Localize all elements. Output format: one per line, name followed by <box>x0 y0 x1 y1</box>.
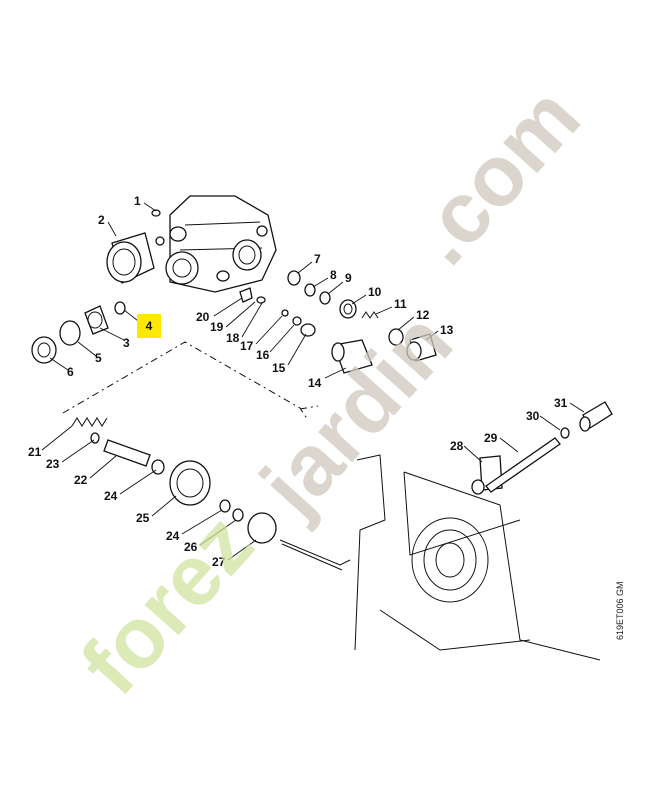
label-5: 5 <box>95 351 102 365</box>
label-2: 2 <box>98 213 105 227</box>
label-19: 19 <box>210 320 224 334</box>
machine-frame <box>354 454 601 661</box>
part-10-nut <box>339 299 357 319</box>
part-14-nozzle <box>331 339 373 374</box>
part-15-oring <box>300 323 316 337</box>
label-30: 30 <box>526 409 540 423</box>
part-29-rod <box>485 437 561 493</box>
label-29: 29 <box>484 431 498 445</box>
label-9: 9 <box>345 271 352 285</box>
part-1-screw <box>151 209 161 217</box>
label-18: 18 <box>226 331 240 345</box>
highlight-box <box>137 314 161 338</box>
part-27-cap <box>247 512 277 544</box>
label-8: 8 <box>330 268 337 282</box>
label-24-second: 24 <box>166 529 180 543</box>
part-12-oring <box>388 328 404 346</box>
label-11: 11 <box>394 297 407 311</box>
part-19-screw <box>256 296 266 304</box>
label-4-highlighted: 4 <box>145 319 153 333</box>
label-17: 17 <box>240 339 254 353</box>
label-1: 1 <box>134 194 141 208</box>
part-30-clip <box>560 427 570 439</box>
assembly-line <box>62 341 309 421</box>
part-16-ring <box>292 316 302 326</box>
part-4-oring <box>114 301 126 315</box>
part-6-plug <box>31 336 57 364</box>
leader-lines <box>41 202 585 561</box>
label-25: 25 <box>136 511 150 525</box>
part-21-spring <box>71 417 108 427</box>
part-9-washer <box>319 291 331 305</box>
part-31-coupling <box>579 401 613 432</box>
label-27: 27 <box>212 555 226 569</box>
part-8-ring <box>304 283 316 297</box>
part-25-gear <box>169 460 211 506</box>
label-21: 21 <box>28 445 42 459</box>
assembly-line <box>299 405 319 410</box>
label-7: 7 <box>314 252 321 266</box>
label-31: 31 <box>554 396 568 410</box>
label-6: 6 <box>67 365 74 379</box>
label-12: 12 <box>416 308 430 322</box>
label-23: 23 <box>46 457 60 471</box>
label-26: 26 <box>184 540 198 554</box>
label-3: 3 <box>123 336 130 350</box>
hex-key <box>279 539 351 571</box>
part-28-bracket <box>471 455 503 495</box>
label-28: 28 <box>450 439 464 453</box>
part-13-fitting <box>406 333 437 362</box>
label-16: 16 <box>256 348 270 362</box>
label-24: 24 <box>104 489 118 503</box>
label-22: 22 <box>74 473 88 487</box>
label-10: 10 <box>368 285 382 299</box>
part-2-drum <box>106 232 165 284</box>
part-7-oring <box>287 270 301 286</box>
part-22-shaft <box>103 439 151 467</box>
label-15: 15 <box>272 361 286 375</box>
label-14: 14 <box>308 376 322 390</box>
drawing-code: 619ET006 GM <box>615 581 625 640</box>
part-3-valve <box>84 305 109 335</box>
part-26-ring <box>232 508 244 522</box>
part-11-spring <box>361 311 379 319</box>
part-24-washer-b <box>219 499 231 513</box>
part-17-ball <box>281 309 289 317</box>
part-5-oring <box>59 320 81 346</box>
label-13: 13 <box>440 323 454 337</box>
label-20: 20 <box>196 310 210 324</box>
part-20-bolt <box>239 287 253 303</box>
pump-housing <box>165 195 277 293</box>
